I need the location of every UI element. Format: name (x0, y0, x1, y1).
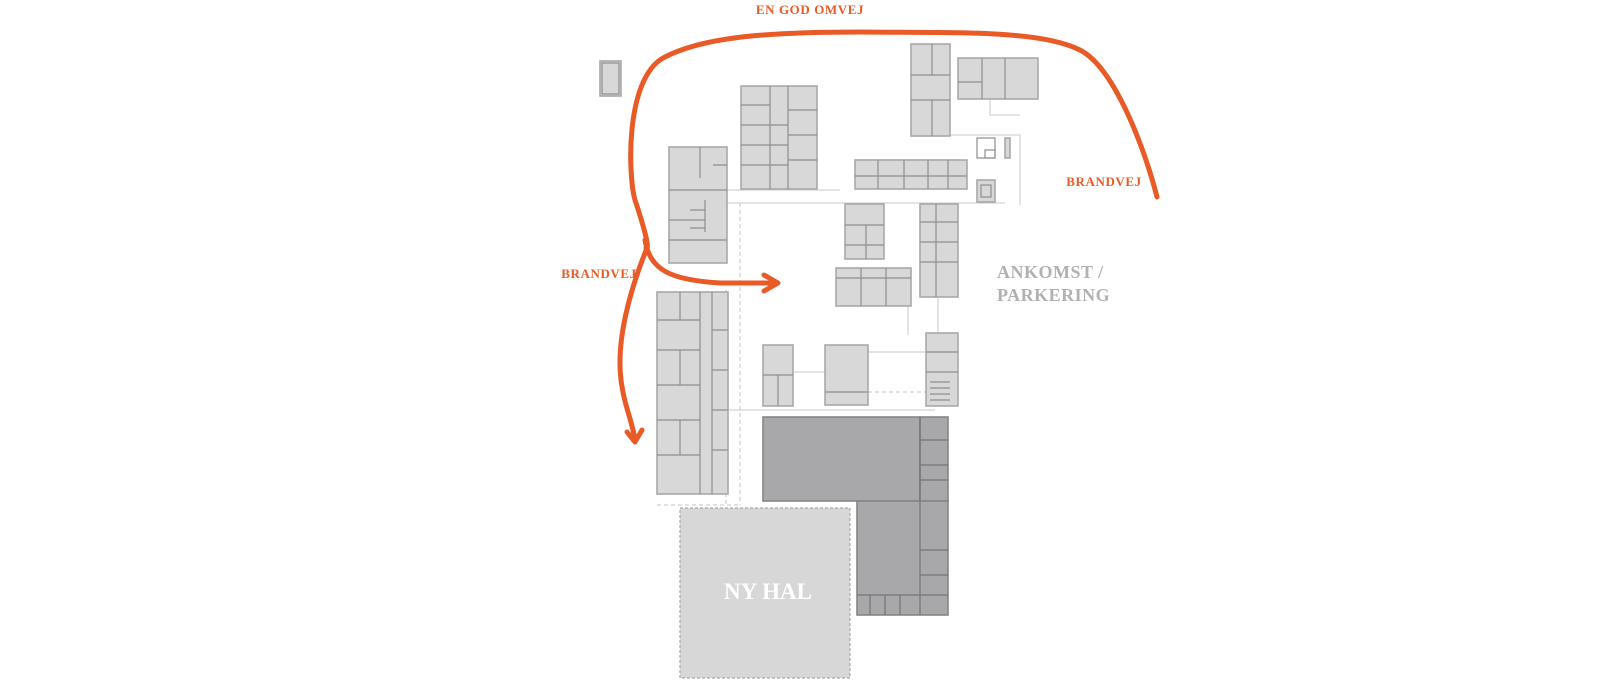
label-en-god-omvej: EN GOD OMVEJ (756, 2, 864, 17)
building-center-east (919, 203, 959, 298)
building-west-wing (656, 291, 729, 495)
new-hall (679, 507, 851, 679)
building-center-row (835, 267, 912, 307)
label-ankomst: ANKOMST / (997, 262, 1104, 282)
technical-structure (976, 137, 1011, 203)
building-central-row (854, 159, 968, 190)
building-north-east (957, 57, 1039, 100)
existing-hall (762, 416, 949, 616)
label-parkering: PARKERING (997, 285, 1110, 305)
building-center-south (824, 344, 869, 406)
label-brandvej-east: BRANDVEJ (1066, 174, 1142, 189)
shed (599, 60, 622, 97)
label-ny-hal: NY HAL (724, 579, 812, 604)
building-north-west (668, 146, 728, 264)
building-north-east-tower (910, 43, 951, 137)
building-center-south-west (762, 344, 794, 407)
fire-route (617, 29, 1160, 445)
building-center-south-east (925, 332, 959, 407)
label-brandvej-west: BRANDVEJ (561, 266, 637, 281)
building-north-center (740, 85, 818, 190)
building-center-upper (844, 203, 885, 260)
